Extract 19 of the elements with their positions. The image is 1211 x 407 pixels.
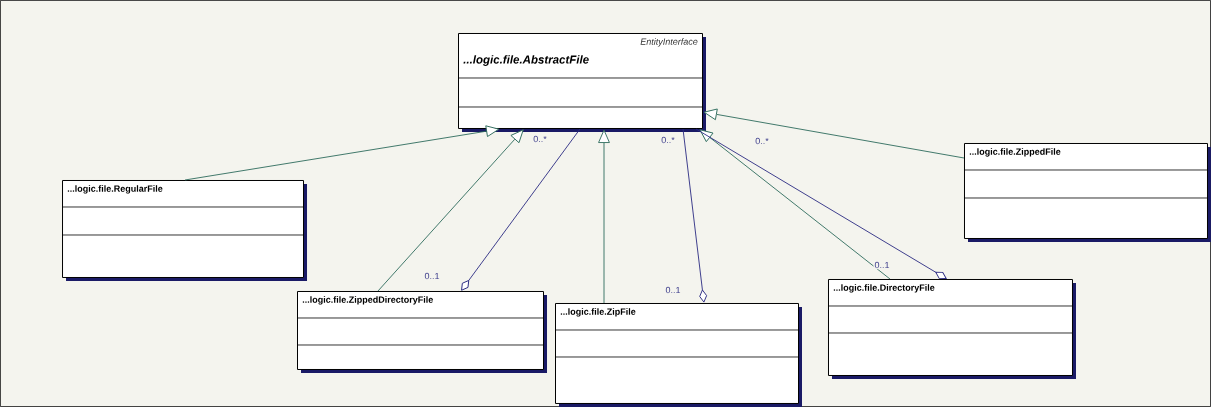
generalization-arrow — [703, 108, 965, 159]
class-box: EntityInterface ...logic.file.AbstractFile — [457, 33, 706, 132]
multiplicity-label: 0..1 — [873, 260, 891, 270]
multiplicity-label: 0..1 — [423, 271, 441, 281]
generalization-arrow — [184, 125, 500, 181]
class-box: ...logic.file.ZippedFile — [963, 143, 1211, 242]
multiplicity-label: 0..* — [660, 135, 676, 145]
multiplicity-label: 0..* — [754, 136, 770, 146]
generalization-arrow — [699, 129, 891, 280]
aggregation-line — [695, 128, 947, 279]
class-box: ...logic.file.ZipFile — [554, 303, 802, 407]
generalization-arrow — [377, 129, 524, 292]
class-box: ...logic.file.DirectoryFile — [827, 279, 1076, 379]
class-box: ...logic.file.RegularFile — [61, 180, 307, 281]
aggregation-line — [461, 128, 581, 291]
aggregation-line — [682, 128, 708, 303]
multiplicity-label: 0..1 — [664, 285, 682, 295]
class-box: ...logic.file.ZippedDirectoryFile — [296, 291, 547, 373]
generalization-arrow — [598, 129, 610, 304]
